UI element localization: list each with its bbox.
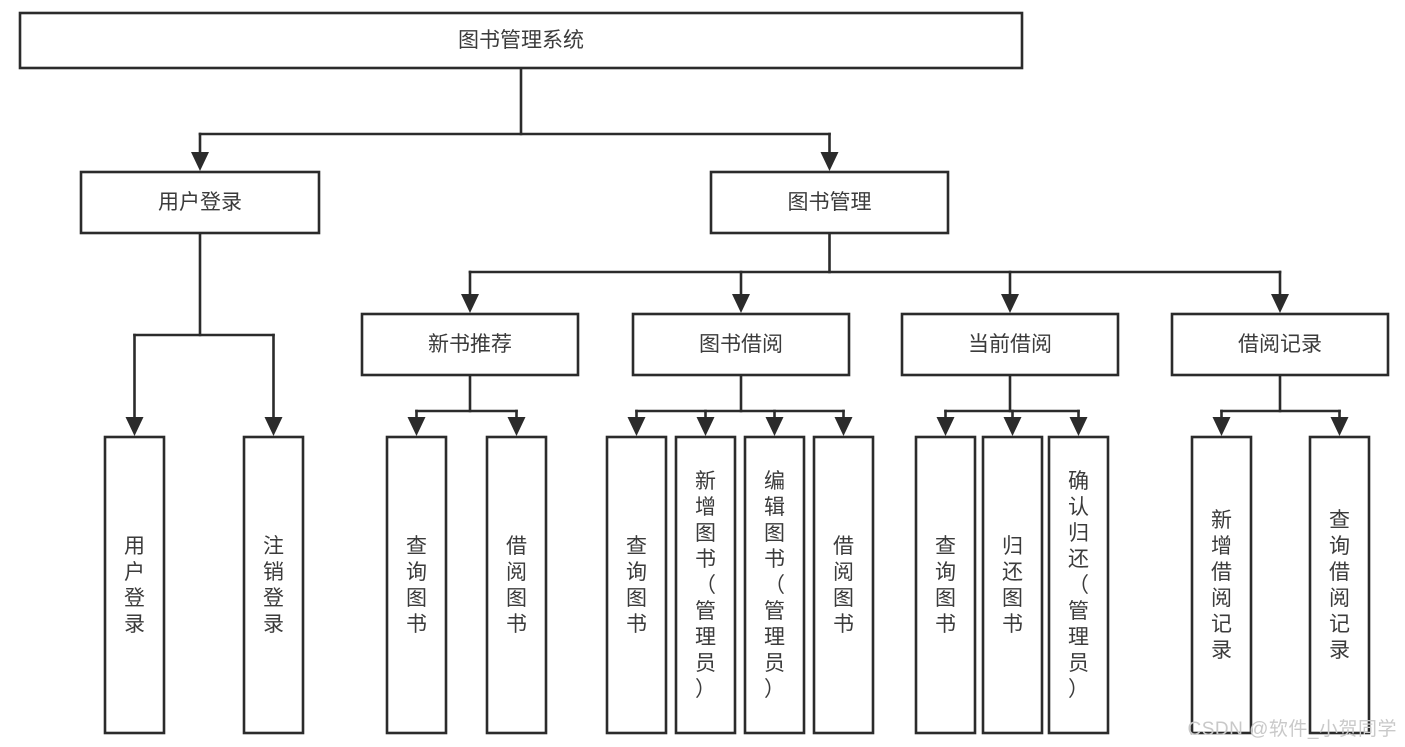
leaf-label: 用户登录: [124, 535, 145, 636]
arrow-head-icon: [936, 417, 955, 436]
node-label: 新书推荐: [428, 333, 512, 356]
node-level2-新书推荐[interactable]: 新书推荐: [360, 312, 580, 377]
leaf-查询图书[interactable]: 查询图书: [914, 435, 977, 735]
node-box: [79, 170, 321, 235]
leaf-借阅图书[interactable]: 借阅图书: [812, 435, 875, 735]
node-box: [360, 312, 580, 377]
arrow-head-icon: [1003, 417, 1022, 436]
leaf-box: [812, 435, 875, 735]
leaf-label: 编辑图书（管理员）: [764, 470, 785, 701]
arrow-head-icon: [696, 417, 715, 436]
leaf-label: 新增图书（管理员）: [695, 470, 716, 701]
leaf-注销登录[interactable]: 注销登录: [242, 435, 305, 735]
leaf-box: [1190, 435, 1253, 735]
node-box: [709, 170, 950, 235]
leaf-box: [914, 435, 977, 735]
arrow-head-icon: [407, 417, 426, 436]
arrow-head-icon: [1330, 417, 1349, 436]
node-box: [1170, 312, 1390, 377]
leaf-label: 查询图书: [406, 535, 427, 636]
node-box: [18, 11, 1024, 70]
leaf-查询图书[interactable]: 查询图书: [385, 435, 448, 735]
arrow-head-icon: [627, 417, 646, 436]
arrow-head-icon: [820, 152, 839, 171]
leaf-box: [743, 435, 806, 735]
node-label: 当前借阅: [968, 333, 1052, 356]
arrow-head-icon: [125, 417, 144, 436]
connector-layer: [125, 66, 1349, 436]
leaf-box: [1308, 435, 1371, 735]
leaf-box: [485, 435, 548, 735]
arrow-head-icon: [191, 152, 209, 171]
leaf-box: [605, 435, 668, 735]
leaf-label: 借阅图书: [506, 535, 527, 636]
node-level1-图书管理[interactable]: 图书管理: [709, 170, 950, 235]
arrow-head-icon: [264, 417, 283, 436]
node-layer: 图书管理系统用户登录图书管理新书推荐图书借阅当前借阅借阅记录用户登录注销登录查询…: [18, 11, 1390, 735]
node-level2-当前借阅[interactable]: 当前借阅: [900, 312, 1120, 377]
leaf-label: 查询图书: [626, 535, 647, 636]
leaf-新增图书管理员[interactable]: 新增图书（管理员）: [674, 435, 737, 735]
arrow-head-icon: [1001, 294, 1019, 313]
leaf-确认归还管理员[interactable]: 确认归还（管理员）: [1047, 435, 1110, 735]
node-level2-借阅记录[interactable]: 借阅记录: [1170, 312, 1390, 377]
node-label: 图书管理: [788, 191, 872, 214]
arrow-head-icon: [507, 417, 526, 436]
arrow-head-icon: [1212, 417, 1231, 436]
node-label: 用户登录: [158, 191, 242, 214]
leaf-用户登录[interactable]: 用户登录: [103, 435, 166, 735]
leaf-label: 查询图书: [935, 535, 956, 636]
arrow-head-icon: [461, 294, 479, 313]
node-label: 借阅记录: [1238, 333, 1322, 356]
arrow-head-icon: [834, 417, 853, 436]
leaf-label: 注销登录: [263, 535, 284, 636]
csdn-watermark: CSDN @软件_小贺同学: [1187, 719, 1397, 740]
arrow-head-icon: [1271, 294, 1289, 313]
arrow-head-icon: [765, 417, 784, 436]
leaf-借阅图书[interactable]: 借阅图书: [485, 435, 548, 735]
leaf-box: [242, 435, 305, 735]
node-root-图书管理系统[interactable]: 图书管理系统: [18, 11, 1024, 70]
node-level2-图书借阅[interactable]: 图书借阅: [631, 312, 851, 377]
leaf-box: [981, 435, 1044, 735]
leaf-box: [674, 435, 737, 735]
leaf-归还图书[interactable]: 归还图书: [981, 435, 1044, 735]
leaf-label: 查询借阅记录: [1329, 509, 1350, 662]
node-box: [631, 312, 851, 377]
node-level1-用户登录[interactable]: 用户登录: [79, 170, 321, 235]
leaf-box: [1047, 435, 1110, 735]
arrow-head-icon: [732, 294, 750, 313]
leaf-box: [385, 435, 448, 735]
leaf-编辑图书管理员[interactable]: 编辑图书（管理员）: [743, 435, 806, 735]
leaf-label: 确认归还（管理员）: [1068, 470, 1089, 701]
leaf-查询图书[interactable]: 查询图书: [605, 435, 668, 735]
leaf-新增借阅记录[interactable]: 新增借阅记录: [1190, 435, 1253, 735]
leaf-查询借阅记录[interactable]: 查询借阅记录: [1308, 435, 1371, 735]
node-box: [900, 312, 1120, 377]
node-label: 图书管理系统: [458, 29, 584, 52]
node-label: 图书借阅: [699, 333, 783, 356]
leaf-label: 新增借阅记录: [1211, 509, 1232, 662]
leaf-box: [103, 435, 166, 735]
leaf-label: 归还图书: [1002, 535, 1023, 636]
arrow-head-icon: [1069, 417, 1088, 436]
leaf-label: 借阅图书: [833, 535, 854, 636]
